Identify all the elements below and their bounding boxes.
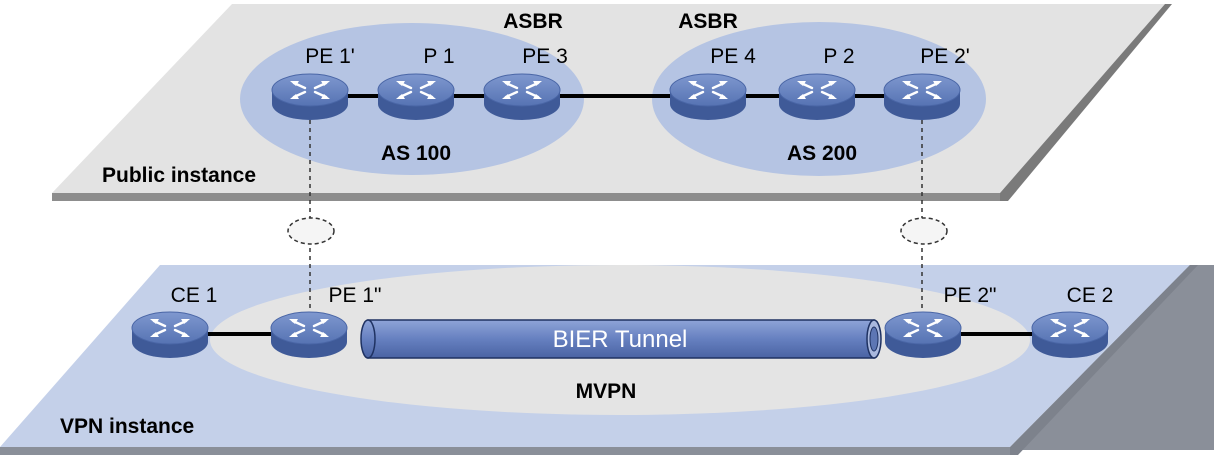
device-label-ce1: CE 1	[171, 284, 218, 307]
router-icon	[883, 310, 963, 360]
router-icon	[882, 72, 962, 122]
asbr-label-left: ASBR	[503, 10, 563, 33]
device-label-pe1p: PE 1'	[305, 45, 355, 68]
device-label-pe2pp: PE 2"	[944, 284, 997, 307]
mvpn-label: MVPN	[576, 380, 637, 403]
device-label-pe1pp: PE 1"	[329, 284, 382, 307]
router-icon	[269, 310, 349, 360]
router-icon	[130, 310, 210, 360]
router-icon	[1030, 310, 1110, 360]
asbr-label-right: ASBR	[678, 10, 738, 33]
device-label-ce2: CE 2	[1067, 284, 1114, 307]
tunnel-label: BIER Tunnel	[553, 326, 688, 353]
mapping-ring-right	[900, 217, 948, 245]
device-label-pe3: PE 3	[522, 45, 568, 68]
device-label-pe2p: PE 2'	[920, 45, 970, 68]
as200-label: AS 200	[787, 142, 857, 165]
router-icon	[482, 72, 562, 122]
device-label-pe4: PE 4	[710, 45, 756, 68]
router-icon	[777, 72, 857, 122]
vpn-instance-label: VPN instance	[60, 415, 194, 438]
public-instance-label: Public instance	[102, 164, 256, 187]
device-label-p1: P 1	[423, 45, 454, 68]
bier-tunnel: BIER Tunnel	[360, 319, 882, 359]
mapping-ring-left	[287, 217, 335, 245]
instance-mappings	[309, 112, 923, 312]
device-label-p2: P 2	[823, 45, 854, 68]
router-icon	[270, 72, 350, 122]
router-icon	[668, 72, 748, 122]
as100-label: AS 100	[381, 142, 451, 165]
router-icon	[376, 72, 456, 122]
